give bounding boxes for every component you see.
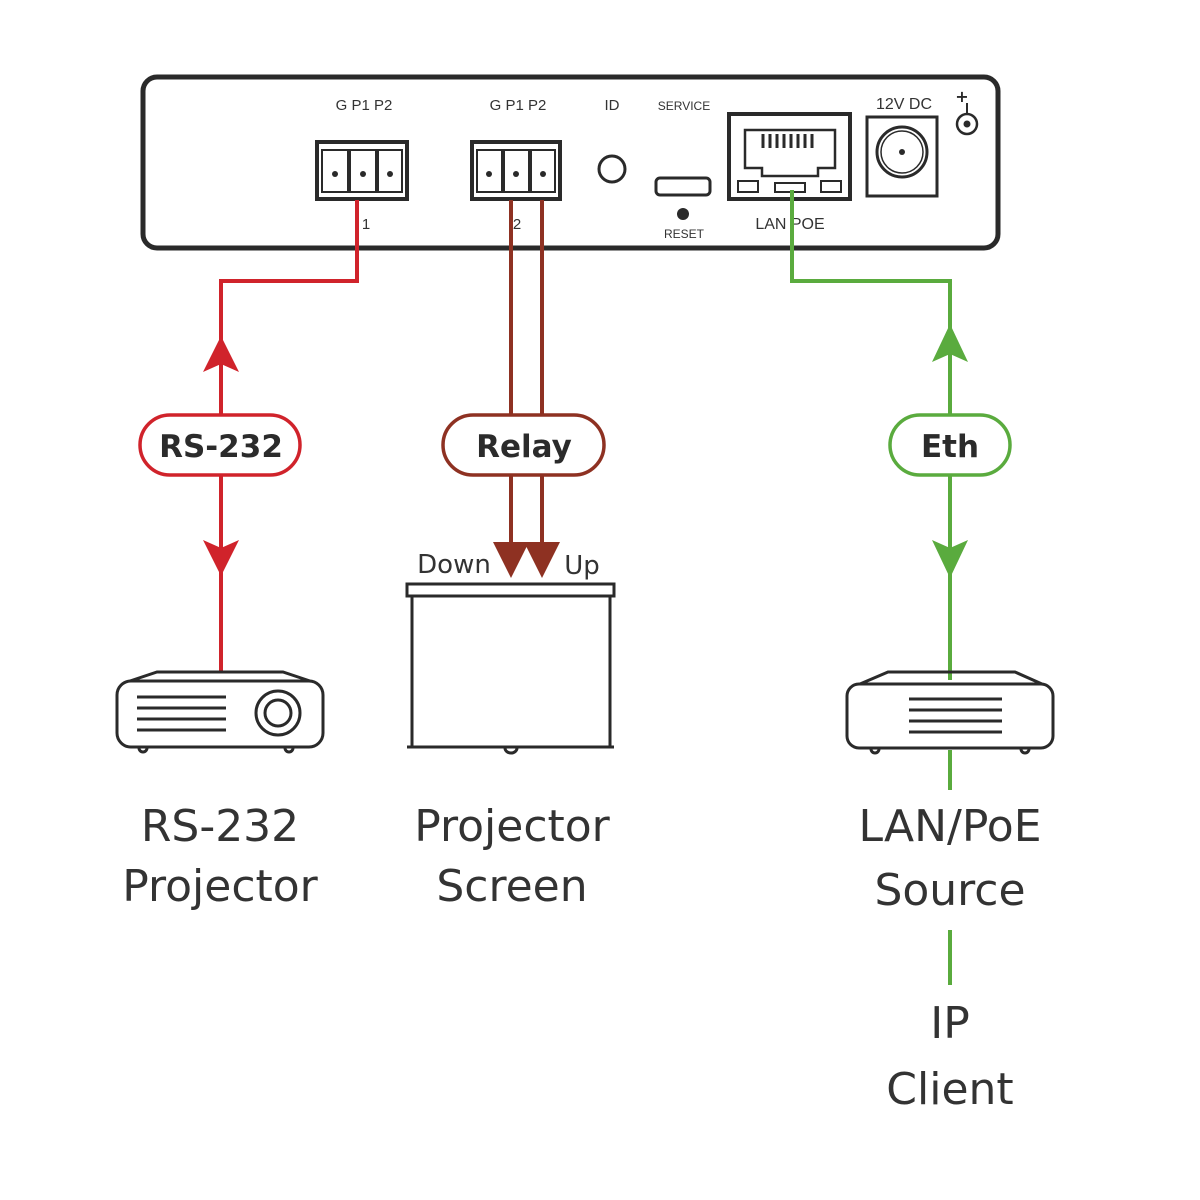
terminal-block-1: G P1 P2 1 bbox=[315, 97, 409, 233]
service-port: SERVICE RESET bbox=[654, 99, 712, 241]
arrow-down-icon bbox=[203, 540, 239, 576]
rs232-connection: RS-232 bbox=[138, 200, 359, 672]
projector-screen-icon bbox=[405, 582, 616, 755]
projector-icon bbox=[115, 670, 325, 754]
relay-pill-label: Relay bbox=[476, 429, 572, 465]
projector-label-line2: Projector bbox=[122, 861, 318, 912]
power-polarity-icon: + bbox=[955, 87, 979, 136]
reset-button bbox=[677, 208, 689, 220]
rs232-pill bbox=[138, 413, 302, 477]
eth-pill-label: Eth bbox=[921, 429, 979, 465]
eth-pill bbox=[888, 413, 1012, 477]
source-label: LAN/PoE Source bbox=[858, 801, 1041, 916]
power-jack: 12V DC bbox=[865, 96, 939, 198]
eth-connection: Eth bbox=[790, 190, 1012, 985]
relay-up-label: Up bbox=[564, 551, 600, 581]
screen-label-line1: Projector bbox=[414, 801, 610, 852]
svg-text:+: + bbox=[955, 87, 968, 106]
device-rear-panel: G P1 P2 1 G P1 P2 2 ID bbox=[140, 74, 1001, 251]
relay-down-label: Down bbox=[417, 550, 491, 580]
port2-pin-labels: G P1 P2 bbox=[490, 97, 547, 114]
arrow-up-icon bbox=[203, 336, 239, 372]
client-label-line1: IP bbox=[930, 998, 970, 1049]
client-label-line2: Client bbox=[886, 1064, 1013, 1115]
reset-label: RESET bbox=[664, 227, 705, 241]
port1-pin-labels: G P1 P2 bbox=[336, 97, 393, 114]
arrow-down-icon bbox=[932, 540, 968, 578]
screen-label-line2: Screen bbox=[436, 861, 587, 912]
relay-connection: Relay Down Up bbox=[417, 200, 606, 581]
terminal-block-2: G P1 P2 2 bbox=[470, 97, 562, 233]
arrow-up-icon bbox=[932, 324, 968, 362]
port1-number: 1 bbox=[362, 216, 370, 233]
rs232-pill-label: RS-232 bbox=[159, 429, 283, 465]
id-label: ID bbox=[605, 97, 620, 114]
projector-label: RS-232 Projector bbox=[122, 801, 318, 912]
source-label-line1: LAN/PoE bbox=[858, 801, 1041, 852]
lan-poe-port: LAN POE bbox=[727, 112, 852, 233]
lan-poe-source-icon bbox=[845, 670, 1055, 755]
projector-label-line1: RS-232 bbox=[141, 801, 299, 852]
screen-label: Projector Screen bbox=[414, 801, 610, 912]
service-label: SERVICE bbox=[658, 99, 710, 113]
relay-pill bbox=[441, 413, 606, 477]
arrow-down-icon bbox=[524, 542, 560, 578]
power-label: 12V DC bbox=[876, 96, 932, 113]
arrow-down-icon bbox=[493, 542, 529, 578]
source-label-line2: Source bbox=[874, 865, 1025, 916]
client-label: IP Client bbox=[886, 998, 1013, 1115]
port2-number: 2 bbox=[513, 216, 521, 233]
id-button: ID bbox=[597, 97, 627, 184]
